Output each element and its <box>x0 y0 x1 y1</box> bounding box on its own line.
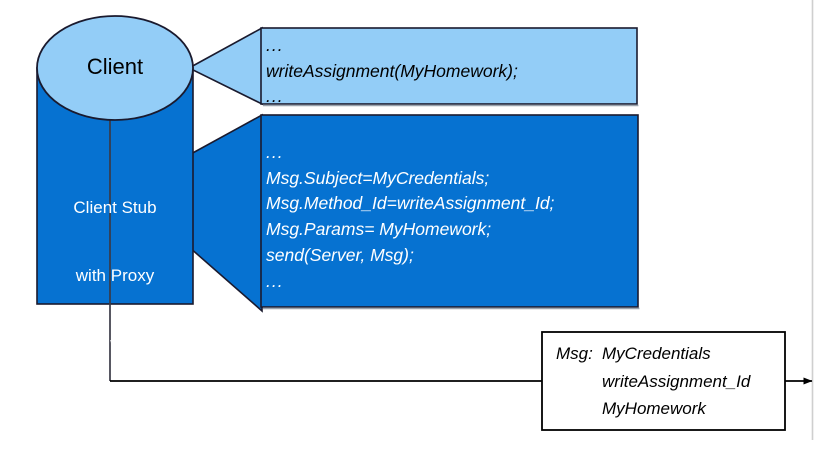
callout-application-code-text: ... writeAssignment(MyHomework); ... <box>266 33 518 110</box>
stub-code-line-3: Msg.Method_Id=writeAssignment_Id; <box>266 193 555 214</box>
message-box-row-1: Msg: MyCredentials <box>556 340 750 368</box>
message-box-value-3: MyHomework <box>602 399 706 419</box>
callout-stub-code-text: ... Msg.Subject=MyCredentials; Msg.Metho… <box>266 140 554 294</box>
client-node-label: Client <box>86 54 144 79</box>
callout-application-code-tail <box>187 26 263 106</box>
stub-code-line-2: Msg.Subject=MyCredentials; <box>266 167 490 188</box>
message-box-content: Msg: MyCredentials writeAssignment_Id My… <box>556 340 750 423</box>
message-box-key-label: Msg: <box>556 344 593 363</box>
message-box-value-1: MyCredentials <box>602 344 711 363</box>
message-box-row-2: writeAssignment_Id <box>556 368 750 396</box>
client-stub-label-line-2: with Proxy <box>75 266 155 286</box>
client-stub-label: Client Stub with Proxy (here without PEP… <box>37 152 193 469</box>
message-box-row-3: MyHomework <box>556 395 750 423</box>
stub-code-line-5: send(Server, Msg); <box>266 244 414 265</box>
message-box <box>541 331 786 431</box>
message-box-value-2: writeAssignment_Id <box>602 371 751 391</box>
callout-stub-code-tail <box>188 113 263 313</box>
callout-stub-code-box <box>260 114 639 308</box>
stub-code-line-1: ... <box>266 142 284 162</box>
application-code-line-3: ... <box>266 86 284 107</box>
message-box-key-spacer-3 <box>556 395 602 423</box>
client-node-ellipse <box>36 15 194 121</box>
application-code-line-2: writeAssignment(MyHomework); <box>266 60 518 81</box>
application-code-line-1: ... <box>266 35 284 55</box>
stub-code-line-4: Msg.Params= MyHomework; <box>266 219 492 240</box>
diagram-vector-layer <box>36 0 814 440</box>
client-stub-label-line-4: PEP and PDP) <box>58 401 172 421</box>
message-box-key-spacer-2 <box>556 368 602 396</box>
client-stub-label-line-3: (here without <box>65 333 165 353</box>
client-stub-label-line-1: Client Stub <box>73 198 157 218</box>
diagram-canvas: Client Client Stub with Proxy (here with… <box>36 0 814 440</box>
stub-code-line-6: ... <box>266 270 284 291</box>
callout-application-code-box <box>260 27 638 105</box>
